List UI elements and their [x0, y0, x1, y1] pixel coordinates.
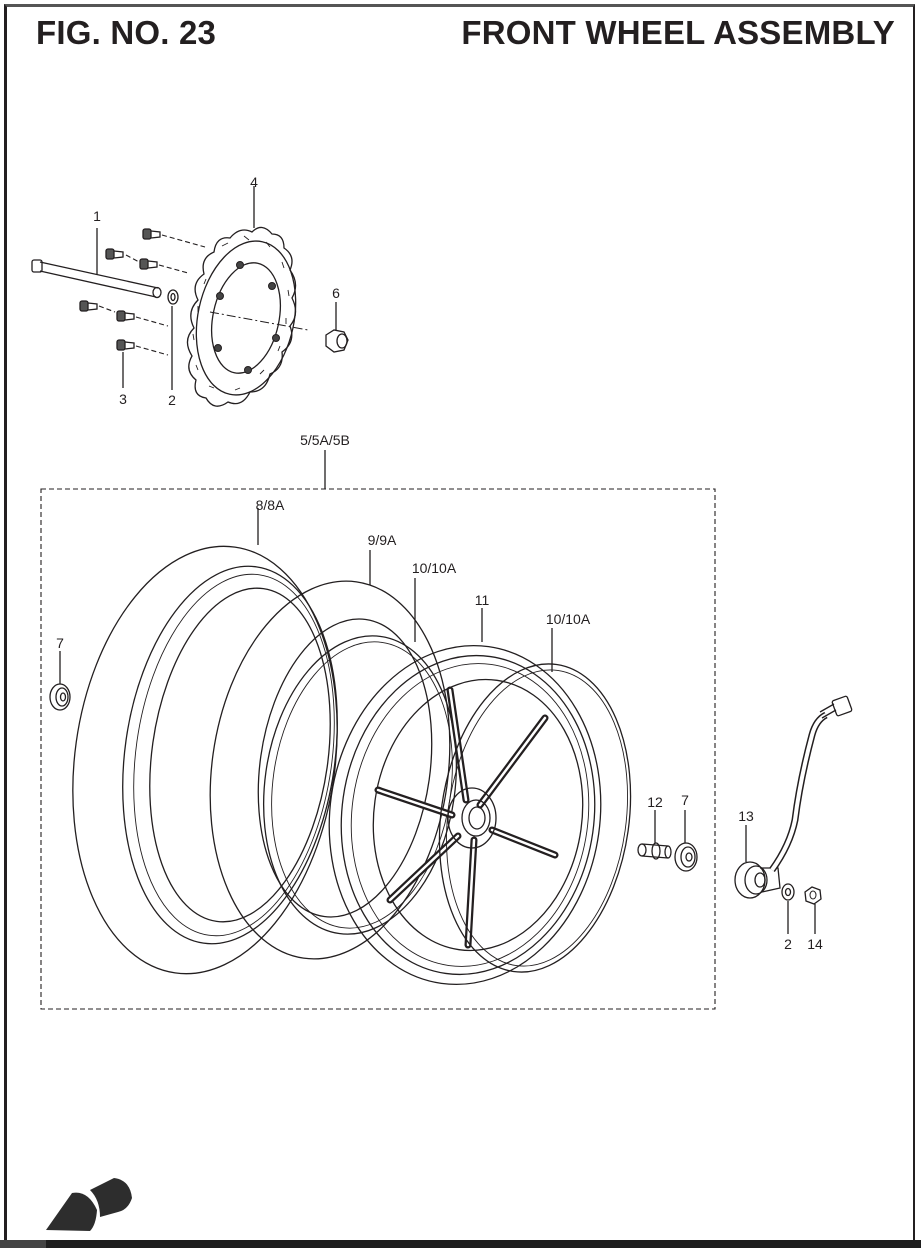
callout-7-left: 7	[56, 635, 64, 651]
page-frame	[4, 4, 915, 1242]
bolts-part	[79, 228, 206, 388]
callout-12: 12	[647, 794, 663, 810]
washer-upper-part	[167, 289, 179, 390]
bearing-right-part	[674, 810, 698, 872]
wheel-part	[328, 608, 602, 986]
nut-lower-part	[804, 886, 822, 934]
rim-band-left-part	[262, 578, 458, 935]
callout-10-left: 10/10A	[412, 560, 457, 576]
callout-1: 1	[93, 208, 101, 224]
disc-nut-part	[325, 302, 349, 353]
assembly-boundary	[40, 488, 716, 1010]
callout-3: 3	[119, 391, 127, 407]
brake-disc-part	[186, 186, 309, 407]
figure-number: FIG. NO. 23	[36, 14, 217, 51]
speed-sensor-part	[734, 695, 853, 899]
tube-part	[209, 550, 451, 960]
callout-2-lower: 2	[784, 936, 792, 952]
collar-part	[637, 810, 672, 860]
tire-part	[72, 508, 338, 975]
callout-10-right: 10/10A	[546, 611, 591, 627]
callout-7-right: 7	[681, 792, 689, 808]
callout-8: 8/8A	[256, 497, 285, 513]
callout-6: 6	[332, 285, 340, 301]
rim-band-right-part	[438, 628, 632, 973]
arrowhead-logo-icon	[46, 1178, 132, 1231]
callout-5: 5/5A/5B	[300, 432, 350, 448]
callout-2-upper: 2	[168, 392, 176, 408]
bottom-scrollbar[interactable]	[0, 1240, 921, 1248]
bearing-left-part	[49, 651, 71, 711]
scrollbar-thumb[interactable]	[0, 1240, 46, 1248]
callout-14: 14	[807, 936, 823, 952]
axle-part	[31, 228, 162, 299]
page-title: FRONT WHEEL ASSEMBLY	[461, 14, 895, 51]
callout-9: 9/9A	[368, 532, 397, 548]
callout-4: 4	[250, 174, 258, 190]
callout-11: 11	[475, 592, 490, 608]
callout-13: 13	[738, 808, 754, 824]
washer-lower-part	[781, 883, 795, 934]
